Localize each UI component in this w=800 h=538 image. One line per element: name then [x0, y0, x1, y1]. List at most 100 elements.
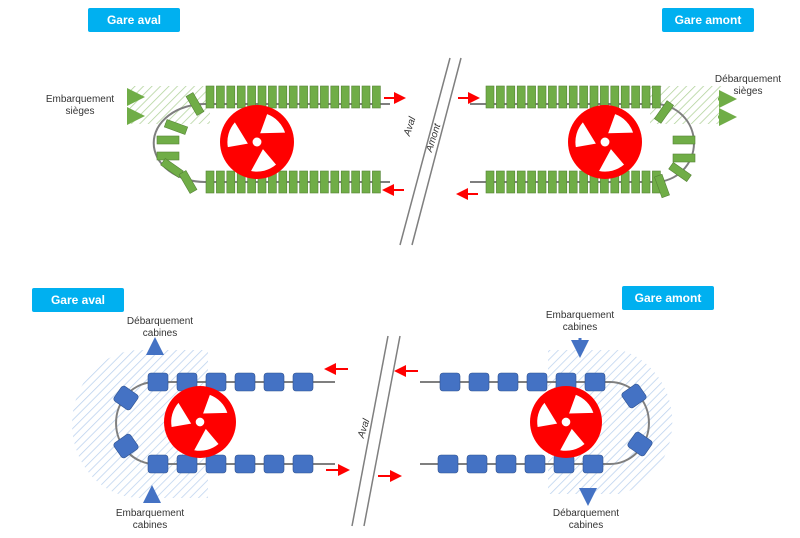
top-right-chair: [654, 173, 670, 199]
top-right-chair: [558, 170, 568, 194]
bottom-right-station-label: Gare amont: [622, 286, 714, 310]
bottom-left-cabin: [113, 433, 139, 459]
top-divider-line: [411, 57, 462, 246]
top-left-chair: [351, 170, 360, 194]
bottom-left-cabin: [147, 454, 169, 474]
top-left-chair: [226, 170, 236, 194]
bottom-right-cabin: [497, 372, 519, 392]
top-left-chair: [216, 170, 225, 194]
top-right-wheel-vane: [599, 149, 625, 172]
bottom-left-cabin: [176, 454, 198, 474]
bottom-left-wheel-hub: [195, 417, 205, 427]
bottom-left-cabin: [263, 372, 285, 392]
top-right-chair: [620, 85, 630, 109]
bottom-right-cabin: [468, 372, 490, 392]
top-left-chair: [156, 135, 180, 145]
top-right-chair: [496, 170, 505, 194]
bottom-left-wheel-vane: [194, 428, 219, 451]
top-right-chair: [641, 85, 651, 109]
top-left-chair: [309, 85, 319, 109]
top-right-chair: [653, 100, 675, 124]
top-right-chair: [610, 85, 620, 109]
top-left-chair: [361, 170, 371, 194]
top-right-chair: [641, 170, 651, 194]
bottom-right-cabin: [524, 454, 546, 474]
top-left-chair: [236, 85, 246, 109]
bottom-left-wheel-vane: [171, 402, 192, 428]
top-left-chair: [320, 85, 329, 109]
top-right-chair: [568, 170, 578, 194]
top-left-chair: [288, 85, 298, 109]
top-right-chair: [668, 161, 692, 183]
bottom-right-cabin: [437, 454, 459, 474]
bottom-right-cabin: [627, 431, 653, 457]
bottom-right-wheel-hub: [561, 417, 571, 427]
bottom-right-cabin: [495, 454, 517, 474]
top-right-chair: [589, 85, 599, 109]
top-left-chair: [299, 170, 308, 194]
top-divider-line: [399, 57, 451, 246]
top-left-chair: [372, 85, 381, 109]
top-left-chair: [340, 170, 350, 194]
top-right-chair: [527, 85, 536, 109]
bottom-left-cabin: [113, 385, 139, 411]
top-right-chair: [600, 85, 609, 109]
top-right-chair: [548, 170, 557, 194]
bottom-right-cabin: [466, 454, 488, 474]
top-right-chair: [485, 85, 495, 109]
bottom-left-cabin: [292, 454, 314, 474]
top-right-chair: [631, 170, 640, 194]
bottom-left-station-label: Gare aval: [32, 288, 124, 312]
top-left-chair: [156, 151, 180, 161]
top-right-chair: [496, 85, 505, 109]
top-left-chair: [178, 170, 198, 194]
top-right-chair: [537, 170, 547, 194]
bottom-left-cabin: [292, 372, 314, 392]
top-right-station-label: Gare amont: [662, 8, 754, 32]
top-right-wheel-hub: [600, 137, 610, 147]
top-left-station-label: Gare aval: [88, 8, 180, 32]
top-right-chair: [631, 85, 640, 109]
bottom-right-cabin: [582, 454, 604, 474]
top-left-chair: [351, 85, 360, 109]
top-left-chair: [185, 92, 205, 116]
top-left-chair: [216, 85, 225, 109]
bottom-left-cabin: [205, 454, 227, 474]
top-right-chair: [672, 153, 696, 163]
top-left-chair: [278, 85, 288, 109]
top-right-chair: [579, 85, 588, 109]
top-right-chair: [579, 170, 588, 194]
bottom-right-wheel-vane: [560, 428, 585, 451]
top-right-wheel-vane: [608, 114, 634, 134]
top-left-chair: [278, 170, 288, 194]
top-left-chair: [299, 85, 308, 109]
top-right-chair: [506, 85, 516, 109]
bottom-right-wheel-vane: [569, 394, 594, 414]
top-left-wheel-vane: [260, 114, 286, 134]
top-right-chair: [672, 135, 696, 145]
top-left-chair: [268, 85, 277, 109]
top-left-wheel-vane: [251, 149, 277, 172]
top-right-chair: [568, 85, 578, 109]
bottom-right-cabin: [584, 372, 606, 392]
top-left-chair: [288, 170, 298, 194]
bottom-right-cabin: [439, 372, 461, 392]
bottom-right-cabin: [621, 383, 647, 409]
bottom-right-wheel-vane: [537, 402, 558, 428]
bottom-left-station-zone: [72, 350, 208, 498]
top-left-chair: [361, 85, 371, 109]
bottom-divider-line: [351, 335, 389, 527]
top-left-chair: [226, 85, 236, 109]
top-right-chair: [548, 85, 557, 109]
bottom-right-cabin: [526, 372, 548, 392]
top-right-chair: [558, 85, 568, 109]
bottom-left-cabin: [234, 454, 256, 474]
top-left-chair: [330, 170, 340, 194]
